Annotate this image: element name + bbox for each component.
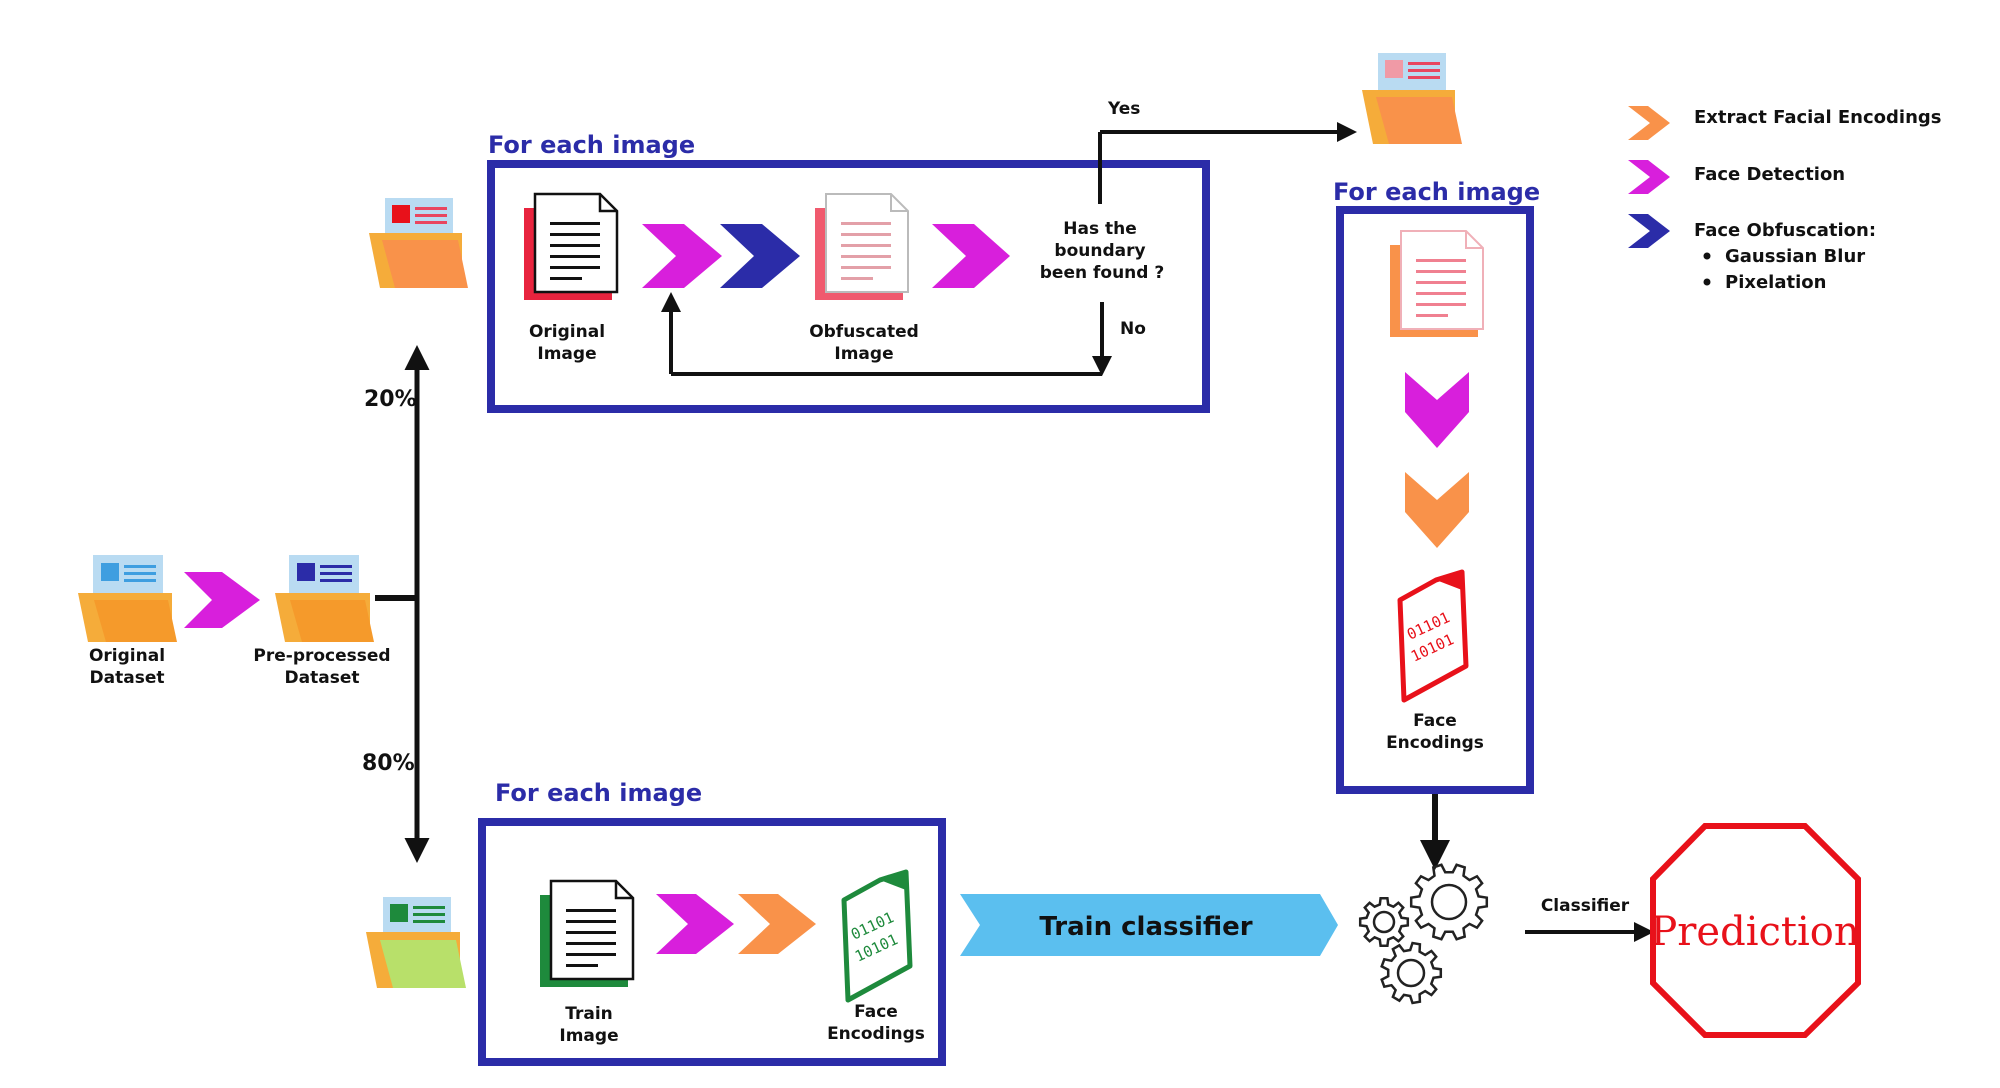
obfuscated-image-label: Image bbox=[834, 344, 893, 364]
legend-navy-chevron-icon bbox=[1628, 214, 1670, 248]
detection-chevron-icon bbox=[932, 224, 1010, 288]
gear-icon bbox=[1380, 941, 1443, 1005]
legend-bullet-pixelation: Pixelation bbox=[1725, 272, 1826, 293]
legend-magenta-chevron-icon bbox=[1628, 160, 1670, 194]
train-image-label: Image bbox=[559, 1026, 618, 1046]
face-encodings-label: Face bbox=[854, 1002, 898, 1022]
gear-hole bbox=[1430, 883, 1468, 921]
bottom-box-title: For each image bbox=[495, 779, 702, 807]
legend: Extract Facial Encodings Face Detection … bbox=[1628, 106, 1942, 293]
yes-label: Yes bbox=[1107, 99, 1140, 119]
bottom-box-frame bbox=[478, 818, 946, 1066]
boundary-question-label: been found ? bbox=[1040, 263, 1164, 283]
train-folder-icon bbox=[366, 897, 466, 988]
legend-orange-chevron-icon bbox=[1628, 106, 1670, 140]
prediction-label: Prediction bbox=[1650, 909, 1859, 955]
boundary-question-label: boundary bbox=[1054, 241, 1145, 261]
classifier-label: Classifier bbox=[1541, 896, 1630, 916]
original-dataset-folder-icon bbox=[78, 555, 177, 642]
top-box-frame bbox=[487, 160, 1210, 413]
gear-icon bbox=[1409, 863, 1489, 941]
legend-detect-label: Face Detection bbox=[1694, 164, 1845, 185]
train-classifier-label: Train classifier bbox=[1039, 912, 1252, 942]
detection-chevron-icon bbox=[642, 224, 722, 288]
obfuscated-doc-icon bbox=[1390, 230, 1484, 337]
boundary-question-label: Has the bbox=[1063, 219, 1137, 239]
right-box-title: For each image bbox=[1333, 178, 1540, 206]
extract-chevron-icon bbox=[738, 894, 816, 954]
right-encoding-box: For each image 01101 10101 Face Encoding… bbox=[1333, 178, 1540, 794]
face-encodings-label: Face bbox=[1413, 711, 1457, 731]
legend-bullet-dot bbox=[1703, 252, 1711, 260]
gear-hole bbox=[1372, 910, 1396, 934]
test-folder-icon bbox=[369, 198, 468, 288]
train-image-doc-icon bbox=[540, 879, 635, 987]
original-image-label: Image bbox=[537, 344, 596, 364]
split-20-label: 20% bbox=[364, 387, 417, 412]
detection-chevron-icon bbox=[656, 894, 734, 954]
no-label: No bbox=[1120, 319, 1146, 339]
preprocessed-dataset-label: Pre-processed bbox=[253, 646, 390, 666]
obfuscated-image-doc-icon bbox=[815, 193, 909, 300]
right-box-frame bbox=[1336, 206, 1534, 794]
face-encodings-red-icon: 01101 10101 bbox=[1397, 569, 1469, 703]
extract-chevron-down-icon bbox=[1405, 472, 1469, 548]
detection-chevron-down-icon bbox=[1405, 372, 1469, 448]
legend-bullet-gaussian: Gaussian Blur bbox=[1725, 246, 1865, 267]
top-box-title: For each image bbox=[488, 131, 695, 159]
obfuscated-folder-icon bbox=[1362, 53, 1462, 144]
train-classifier-bar bbox=[960, 894, 1338, 956]
legend-bullet-dot bbox=[1703, 278, 1711, 286]
bottom-training-box: For each image Train Image 01101 10101 F… bbox=[478, 779, 946, 1066]
original-image-label: Original bbox=[529, 322, 605, 342]
obfuscated-image-label: Obfuscated bbox=[809, 322, 919, 342]
gear-icon bbox=[1358, 896, 1410, 948]
classifier-gears-icon bbox=[1358, 863, 1489, 1005]
top-obfuscation-box: For each image Original Image bbox=[487, 131, 1210, 413]
legend-extract-label: Extract Facial Encodings bbox=[1694, 107, 1942, 128]
detection-chevron-icon bbox=[184, 572, 260, 628]
preprocessed-dataset-label: Dataset bbox=[285, 668, 360, 688]
face-encodings-green-icon: 01101 10101 bbox=[841, 869, 913, 1003]
face-encodings-label: Encodings bbox=[827, 1024, 925, 1044]
legend-obfuscate-label: Face Obfuscation: bbox=[1694, 220, 1876, 241]
original-image-doc-icon bbox=[524, 192, 619, 300]
gear-hole bbox=[1396, 958, 1426, 988]
split-80-label: 80% bbox=[362, 751, 415, 776]
obfuscation-chevron-icon bbox=[720, 224, 800, 288]
original-dataset-label: Dataset bbox=[90, 668, 165, 688]
face-encodings-label: Encodings bbox=[1386, 733, 1484, 753]
prediction-octagon bbox=[1650, 823, 1861, 1038]
preprocessed-dataset-folder-icon bbox=[275, 555, 374, 642]
train-image-label: Train bbox=[565, 1004, 613, 1024]
original-dataset-label: Original bbox=[89, 646, 165, 666]
